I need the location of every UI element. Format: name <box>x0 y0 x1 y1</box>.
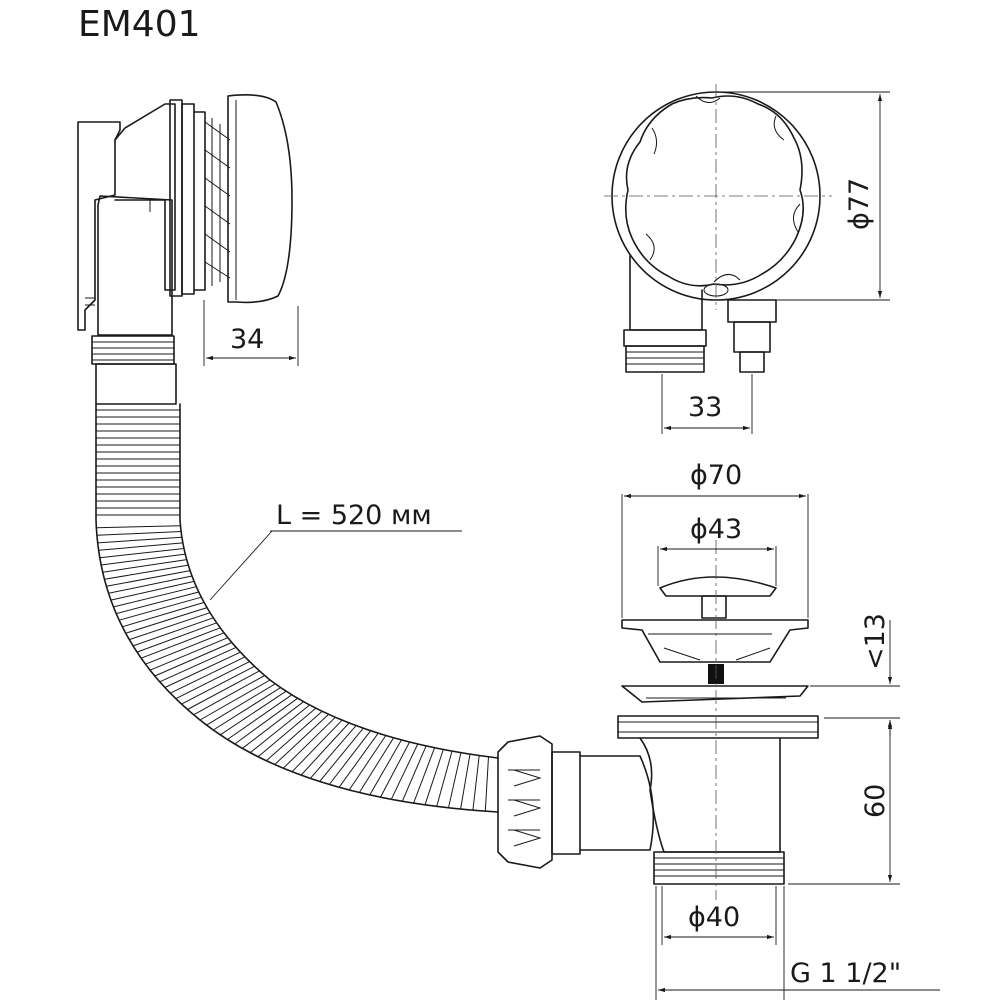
dim-phi70-label: ϕ70 <box>690 460 742 491</box>
dim-phi40-label: ϕ40 <box>688 902 740 933</box>
overflow-front-view <box>604 84 832 373</box>
hose-rib <box>119 596 202 621</box>
dim-60: 60 <box>788 722 900 885</box>
dim-phi77-label: ϕ77 <box>844 178 875 230</box>
dim-phi43-label: ϕ43 <box>690 514 742 545</box>
hose-rib <box>369 739 402 796</box>
hose-rib <box>390 743 419 800</box>
hose-rib <box>140 627 221 659</box>
hose-rib <box>199 679 271 721</box>
hose-rib <box>424 749 444 805</box>
hose-rib <box>436 750 453 807</box>
hose-rib <box>98 542 183 551</box>
hose-rib <box>274 713 330 765</box>
hose-rib <box>328 730 372 785</box>
hose-rib <box>227 694 293 740</box>
hose-rib <box>113 586 197 608</box>
hose-rib <box>181 665 255 705</box>
hose-rib <box>206 683 276 726</box>
hose-rib <box>358 737 395 793</box>
thread-label: G 1 1/2" <box>790 958 901 989</box>
model-title: EM401 <box>78 4 201 45</box>
hose-length-callout: L = 520 мм <box>209 500 462 601</box>
hose-rib <box>265 710 323 762</box>
hose-rib <box>220 690 287 736</box>
corrugated-hose <box>95 403 499 813</box>
hose-rib <box>187 670 260 710</box>
hose-rib <box>106 570 191 587</box>
dim-phi40: ϕ40 <box>661 886 777 945</box>
thread-callout: G 1 1/2" <box>655 886 940 1000</box>
hose-rib <box>338 732 379 788</box>
hose-rib <box>413 747 436 804</box>
hose-rib <box>116 591 199 615</box>
hose-rib <box>149 637 228 671</box>
hose-rib <box>97 536 182 544</box>
dim-33: 33 <box>661 374 753 434</box>
hose-rib <box>175 661 250 700</box>
hose-rib <box>164 651 241 688</box>
hose-rib <box>169 656 246 694</box>
drain-assembly <box>617 540 819 900</box>
hose-rib <box>484 756 489 812</box>
hose-rib <box>249 704 310 754</box>
hose-length-label: L = 520 мм <box>276 500 432 531</box>
dim-34-label: 34 <box>230 324 264 355</box>
hose-rib <box>282 716 336 769</box>
hose-rib <box>125 607 208 634</box>
hose-rib <box>242 701 304 749</box>
dim-60-label: 60 <box>860 784 891 818</box>
dim-34: 34 <box>203 300 299 366</box>
hose-rib <box>401 745 427 802</box>
hose-rib <box>132 617 214 647</box>
hose-rib <box>448 752 462 808</box>
hose-rib <box>110 580 195 601</box>
hose-rib <box>257 707 317 758</box>
hose-rib <box>122 601 205 628</box>
hose-rib <box>300 722 350 776</box>
dim-lift-13-label: <13 <box>860 613 891 670</box>
hose-rib <box>193 675 265 716</box>
hose-rib <box>348 735 387 791</box>
union-connection <box>497 735 655 869</box>
hose-rib <box>291 719 343 773</box>
hose-rib <box>101 553 186 566</box>
hose-rib <box>129 612 211 641</box>
hose-rib <box>136 622 217 653</box>
hose-rib <box>96 525 181 529</box>
hose-rib <box>460 754 471 810</box>
dim-33-label: 33 <box>688 392 722 423</box>
hose-rib <box>319 727 364 782</box>
hose-rib <box>159 646 237 683</box>
dim-lift-13: <13 <box>810 613 900 736</box>
hose-rib <box>213 687 281 731</box>
hose-rib <box>145 632 225 665</box>
hose-rib <box>380 741 411 798</box>
overflow-side-view <box>77 94 293 405</box>
hose-rib <box>309 725 357 779</box>
hose-rib <box>472 755 480 811</box>
dim-phi77: ϕ77 <box>716 91 890 301</box>
hose-rib <box>99 548 185 559</box>
hose-rib <box>154 642 232 677</box>
hose-rib <box>96 531 182 536</box>
hose-rib <box>102 559 187 573</box>
dim-phi43: ϕ43 <box>657 514 777 586</box>
hose-rib <box>104 564 189 580</box>
hose-rib <box>234 697 298 745</box>
hose-rib <box>108 575 193 594</box>
dim-phi70: ϕ70 <box>621 460 809 618</box>
